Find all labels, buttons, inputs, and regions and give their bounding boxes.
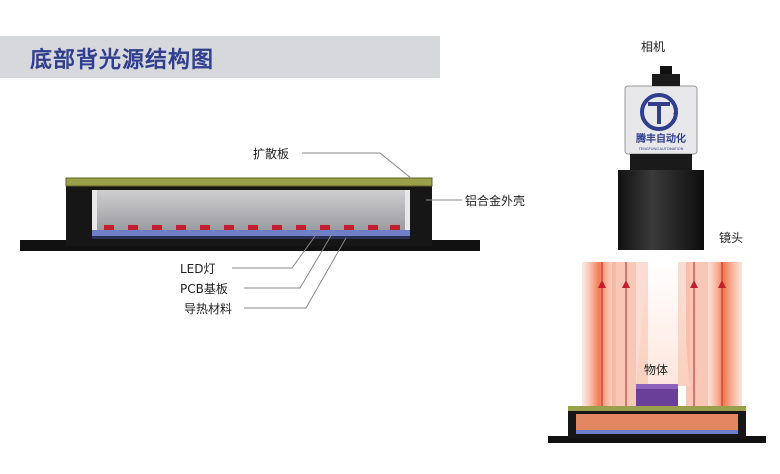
led bbox=[176, 225, 186, 230]
label-diffuser: 扩散板 bbox=[253, 147, 290, 161]
small-cavity bbox=[576, 414, 738, 434]
led bbox=[320, 225, 330, 230]
led bbox=[128, 225, 138, 230]
logo-ring-icon bbox=[640, 93, 678, 131]
thermal-material bbox=[92, 236, 410, 239]
cone-side-right bbox=[678, 262, 690, 386]
object-block bbox=[636, 384, 678, 406]
led-row bbox=[104, 225, 400, 230]
diffuser-plate bbox=[65, 177, 433, 187]
logo-brand: 腾丰自动化 bbox=[635, 132, 686, 145]
right-reflector bbox=[405, 190, 410, 230]
light-beam-right-inner bbox=[686, 262, 708, 412]
led bbox=[296, 225, 306, 230]
cone-side-left bbox=[636, 262, 648, 386]
label-aluminum-shell: 铝合金外壳 bbox=[465, 194, 526, 208]
label-lens: 镜头 bbox=[719, 231, 744, 245]
leader-led bbox=[232, 231, 319, 269]
logo-t-icon bbox=[648, 102, 670, 124]
label-pcb: PCB基板 bbox=[180, 282, 228, 296]
led bbox=[344, 225, 354, 230]
small-base-plate bbox=[548, 436, 766, 443]
leader-pcb bbox=[244, 233, 333, 289]
pcb-board bbox=[92, 230, 410, 236]
ray-arrowheads bbox=[598, 280, 726, 288]
leader-thermal bbox=[244, 237, 347, 309]
led bbox=[152, 225, 162, 230]
logo-mark: X bbox=[673, 107, 679, 116]
backlight-cross-section bbox=[20, 152, 480, 309]
lens-mount bbox=[630, 154, 692, 170]
led bbox=[368, 225, 378, 230]
label-camera: 相机 bbox=[641, 40, 666, 54]
left-reflector bbox=[92, 190, 97, 230]
led bbox=[272, 225, 282, 230]
page-title: 底部背光源结构图 bbox=[30, 48, 215, 73]
camera-setup: X 腾丰自动化 TENGFUNG AUTOMATION bbox=[548, 66, 766, 443]
small-diffuser bbox=[568, 406, 746, 411]
led bbox=[104, 225, 114, 230]
view-cone bbox=[636, 262, 690, 386]
lens-barrel bbox=[618, 170, 704, 250]
label-thermal: 导热材料 bbox=[184, 302, 233, 316]
small-pcb bbox=[576, 430, 738, 434]
label-led: LED灯 bbox=[180, 262, 216, 276]
led bbox=[224, 225, 234, 230]
light-beam-left bbox=[582, 262, 616, 412]
led bbox=[200, 225, 210, 230]
logo-subtext: TENGFUNG AUTOMATION bbox=[639, 147, 684, 151]
led bbox=[248, 225, 258, 230]
label-object: 物体 bbox=[644, 363, 669, 377]
object-top bbox=[636, 384, 678, 389]
inner-cavity bbox=[92, 190, 410, 230]
leader-diffuser bbox=[302, 152, 413, 180]
camera-connector-base bbox=[652, 74, 680, 86]
title-bar: 底部背光源结构图 bbox=[0, 36, 440, 78]
led bbox=[390, 225, 400, 230]
